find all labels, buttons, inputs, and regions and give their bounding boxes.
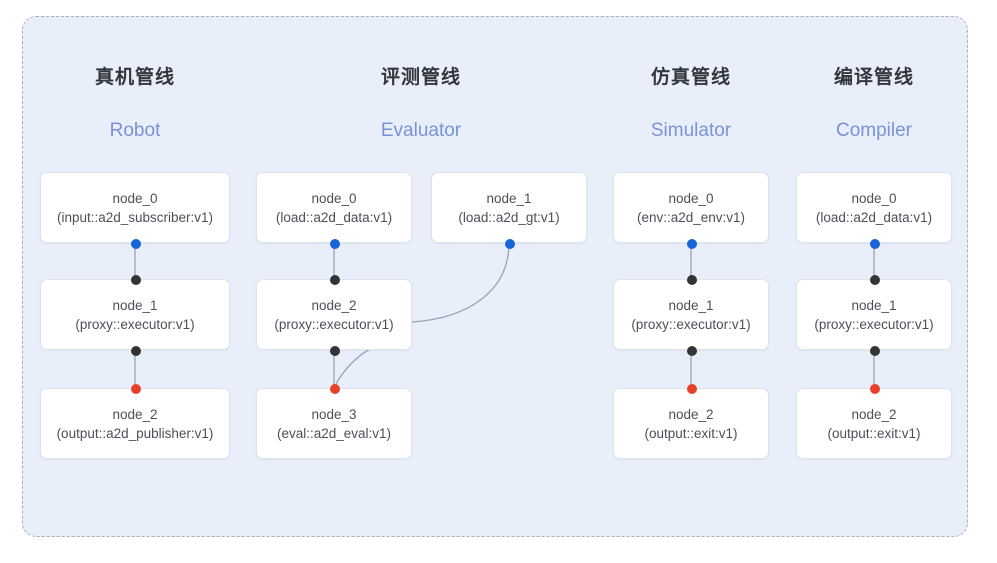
port-in-red[interactable]: [870, 384, 880, 394]
port-in-red[interactable]: [131, 384, 141, 394]
port-in-black[interactable]: [687, 275, 697, 285]
node-id: node_1: [112, 297, 158, 313]
port-in-black[interactable]: [131, 275, 141, 285]
node-robot-2[interactable]: node_2 (output::a2d_publisher:v1): [40, 384, 230, 459]
node-type: (proxy::executor:v1): [274, 316, 394, 332]
port-in-red[interactable]: [330, 384, 340, 394]
port-out-black[interactable]: [687, 346, 697, 356]
node-evaluator-0[interactable]: node_0 (load::a2d_data:v1): [256, 172, 412, 249]
node-evaluator-3[interactable]: node_3 (eval::a2d_eval:v1): [256, 384, 412, 459]
node-id: node_1: [486, 190, 532, 206]
port-out-black[interactable]: [131, 346, 141, 356]
node-id: node_2: [668, 406, 714, 422]
node-simulator-0[interactable]: node_0 (env::a2d_env:v1): [613, 172, 769, 249]
node-type: (proxy::executor:v1): [631, 316, 751, 332]
port-out-blue[interactable]: [687, 239, 697, 249]
node-type: (proxy::executor:v1): [75, 316, 195, 332]
node-id: node_3: [311, 406, 357, 422]
node-type: (env::a2d_env:v1): [636, 209, 746, 225]
node-type: (load::a2d_data:v1): [275, 209, 393, 225]
node-id: node_2: [851, 406, 897, 422]
node-type: (output::exit:v1): [644, 425, 738, 441]
node-id: node_0: [851, 190, 897, 206]
node-id: node_1: [668, 297, 714, 313]
node-type: (eval::a2d_eval:v1): [276, 425, 392, 441]
node-id: node_0: [311, 190, 357, 206]
node-simulator-1[interactable]: node_1 (proxy::executor:v1): [613, 275, 769, 356]
node-simulator-2[interactable]: node_2 (output::exit:v1): [613, 384, 769, 459]
node-robot-0[interactable]: node_0 (input::a2d_subscriber:v1): [40, 172, 230, 249]
node-id: node_0: [112, 190, 158, 206]
port-in-black[interactable]: [330, 275, 340, 285]
port-out-blue[interactable]: [330, 239, 340, 249]
port-out-black[interactable]: [330, 346, 340, 356]
node-id: node_1: [851, 297, 897, 313]
node-id: node_0: [668, 190, 714, 206]
node-type: (proxy::executor:v1): [814, 316, 934, 332]
node-robot-1[interactable]: node_1 (proxy::executor:v1): [40, 275, 230, 356]
node-compiler-2[interactable]: node_2 (output::exit:v1): [796, 384, 952, 459]
node-type: (load::a2d_data:v1): [815, 209, 933, 225]
node-evaluator-1[interactable]: node_1 (load::a2d_gt:v1): [431, 172, 587, 249]
port-out-blue[interactable]: [870, 239, 880, 249]
port-in-black[interactable]: [870, 275, 880, 285]
node-compiler-0[interactable]: node_0 (load::a2d_data:v1): [796, 172, 952, 249]
node-type: (input::a2d_subscriber:v1): [56, 209, 214, 225]
port-out-blue[interactable]: [131, 239, 141, 249]
port-out-black[interactable]: [870, 346, 880, 356]
node-type: (output::exit:v1): [827, 425, 921, 441]
node-compiler-1[interactable]: node_1 (proxy::executor:v1): [796, 275, 952, 356]
port-out-blue[interactable]: [505, 239, 515, 249]
port-in-red[interactable]: [687, 384, 697, 394]
node-type: (output::a2d_publisher:v1): [56, 425, 214, 441]
node-id: node_2: [311, 297, 357, 313]
node-id: node_2: [112, 406, 158, 422]
node-evaluator-2[interactable]: node_2 (proxy::executor:v1): [256, 275, 412, 356]
node-type: (load::a2d_gt:v1): [458, 209, 560, 225]
